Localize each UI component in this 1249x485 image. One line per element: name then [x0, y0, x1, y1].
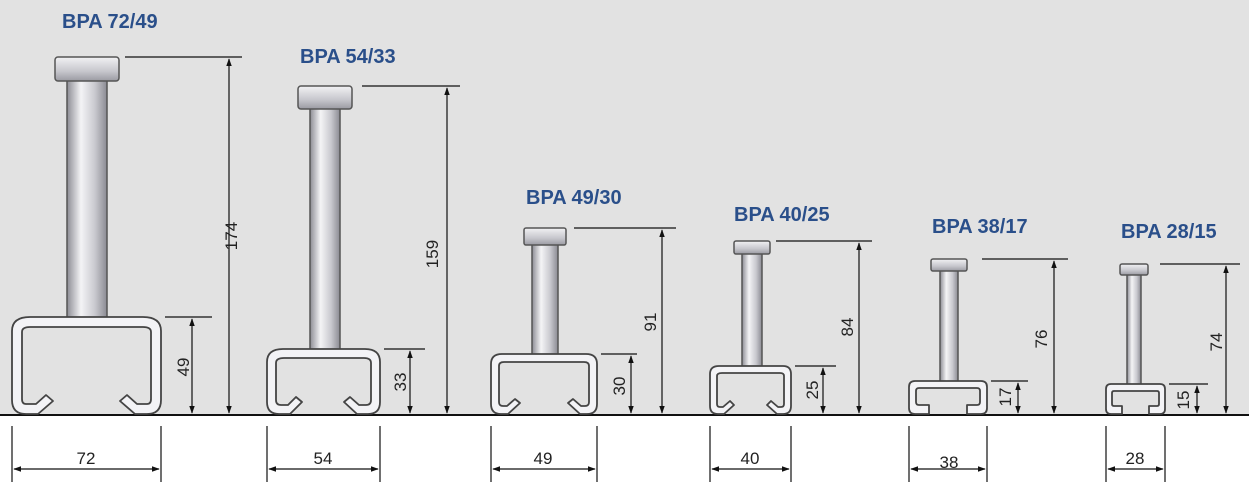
channel-height-label: 30: [610, 377, 629, 396]
channel-height-label: 49: [174, 358, 193, 377]
hanger-stem: [939, 269, 959, 383]
total-height-label: 74: [1207, 333, 1226, 352]
total-height-label: 159: [423, 240, 442, 268]
total-height-label: 91: [641, 313, 660, 332]
width-label: 38: [940, 453, 959, 472]
width-label: 54: [314, 449, 333, 468]
profile-title: BPA 72/49: [62, 11, 158, 33]
rail-channel: [490, 353, 598, 415]
hanger-stem: [66, 79, 108, 319]
hanger-stem: [1126, 273, 1142, 386]
rail-channel: [11, 316, 162, 415]
channel-height-label: 15: [1174, 391, 1193, 410]
width-label: 72: [77, 449, 96, 468]
hanger-cap: [523, 227, 567, 246]
hanger-cap: [1119, 263, 1149, 276]
channel-height-label: 17: [996, 388, 1015, 407]
profile-bpa-40-25: BPA 40/25 84 25 40: [709, 204, 872, 482]
profile-bpa-54-33: BPA 54/33 159 33 54: [266, 46, 460, 482]
total-height-label: 76: [1032, 330, 1051, 349]
channel-height-label: 25: [803, 381, 822, 400]
profile-title: BPA 54/33: [300, 46, 396, 68]
hanger-cap: [733, 240, 771, 255]
width-label: 28: [1126, 449, 1145, 468]
hanger-stem: [309, 107, 341, 351]
rail-channel: [266, 348, 381, 415]
rail-channel: [1105, 383, 1166, 415]
hanger-cap: [54, 56, 120, 82]
hanger-stem: [741, 252, 763, 368]
rail-channel: [709, 365, 792, 415]
profile-title: BPA 49/30: [526, 187, 622, 209]
profile-title: BPA 28/15: [1121, 221, 1217, 243]
profile-bpa-38-17: BPA 38/17 76 17 38: [908, 216, 1068, 482]
profile-title: BPA 40/25: [734, 204, 830, 226]
profile-bpa-72-49: BPA 72/49 174 49 72: [11, 11, 242, 482]
hanger-cap: [297, 85, 353, 110]
total-height-label: 84: [838, 318, 857, 337]
profile-title: BPA 38/17: [932, 216, 1028, 238]
rail-channel: [908, 380, 988, 415]
profile-bpa-28-15: BPA 28/15 74 15 28: [1105, 221, 1240, 482]
total-height-label: 174: [222, 222, 241, 250]
width-label: 40: [741, 449, 760, 468]
hanger-cap: [930, 258, 968, 272]
hanger-stem: [531, 243, 559, 357]
background-upper: [0, 0, 1249, 415]
profile-bpa-49-30: BPA 49/30 91 30 49: [490, 187, 676, 482]
background-lower: [0, 415, 1249, 485]
channel-height-label: 33: [391, 373, 410, 392]
width-label: 49: [534, 449, 553, 468]
